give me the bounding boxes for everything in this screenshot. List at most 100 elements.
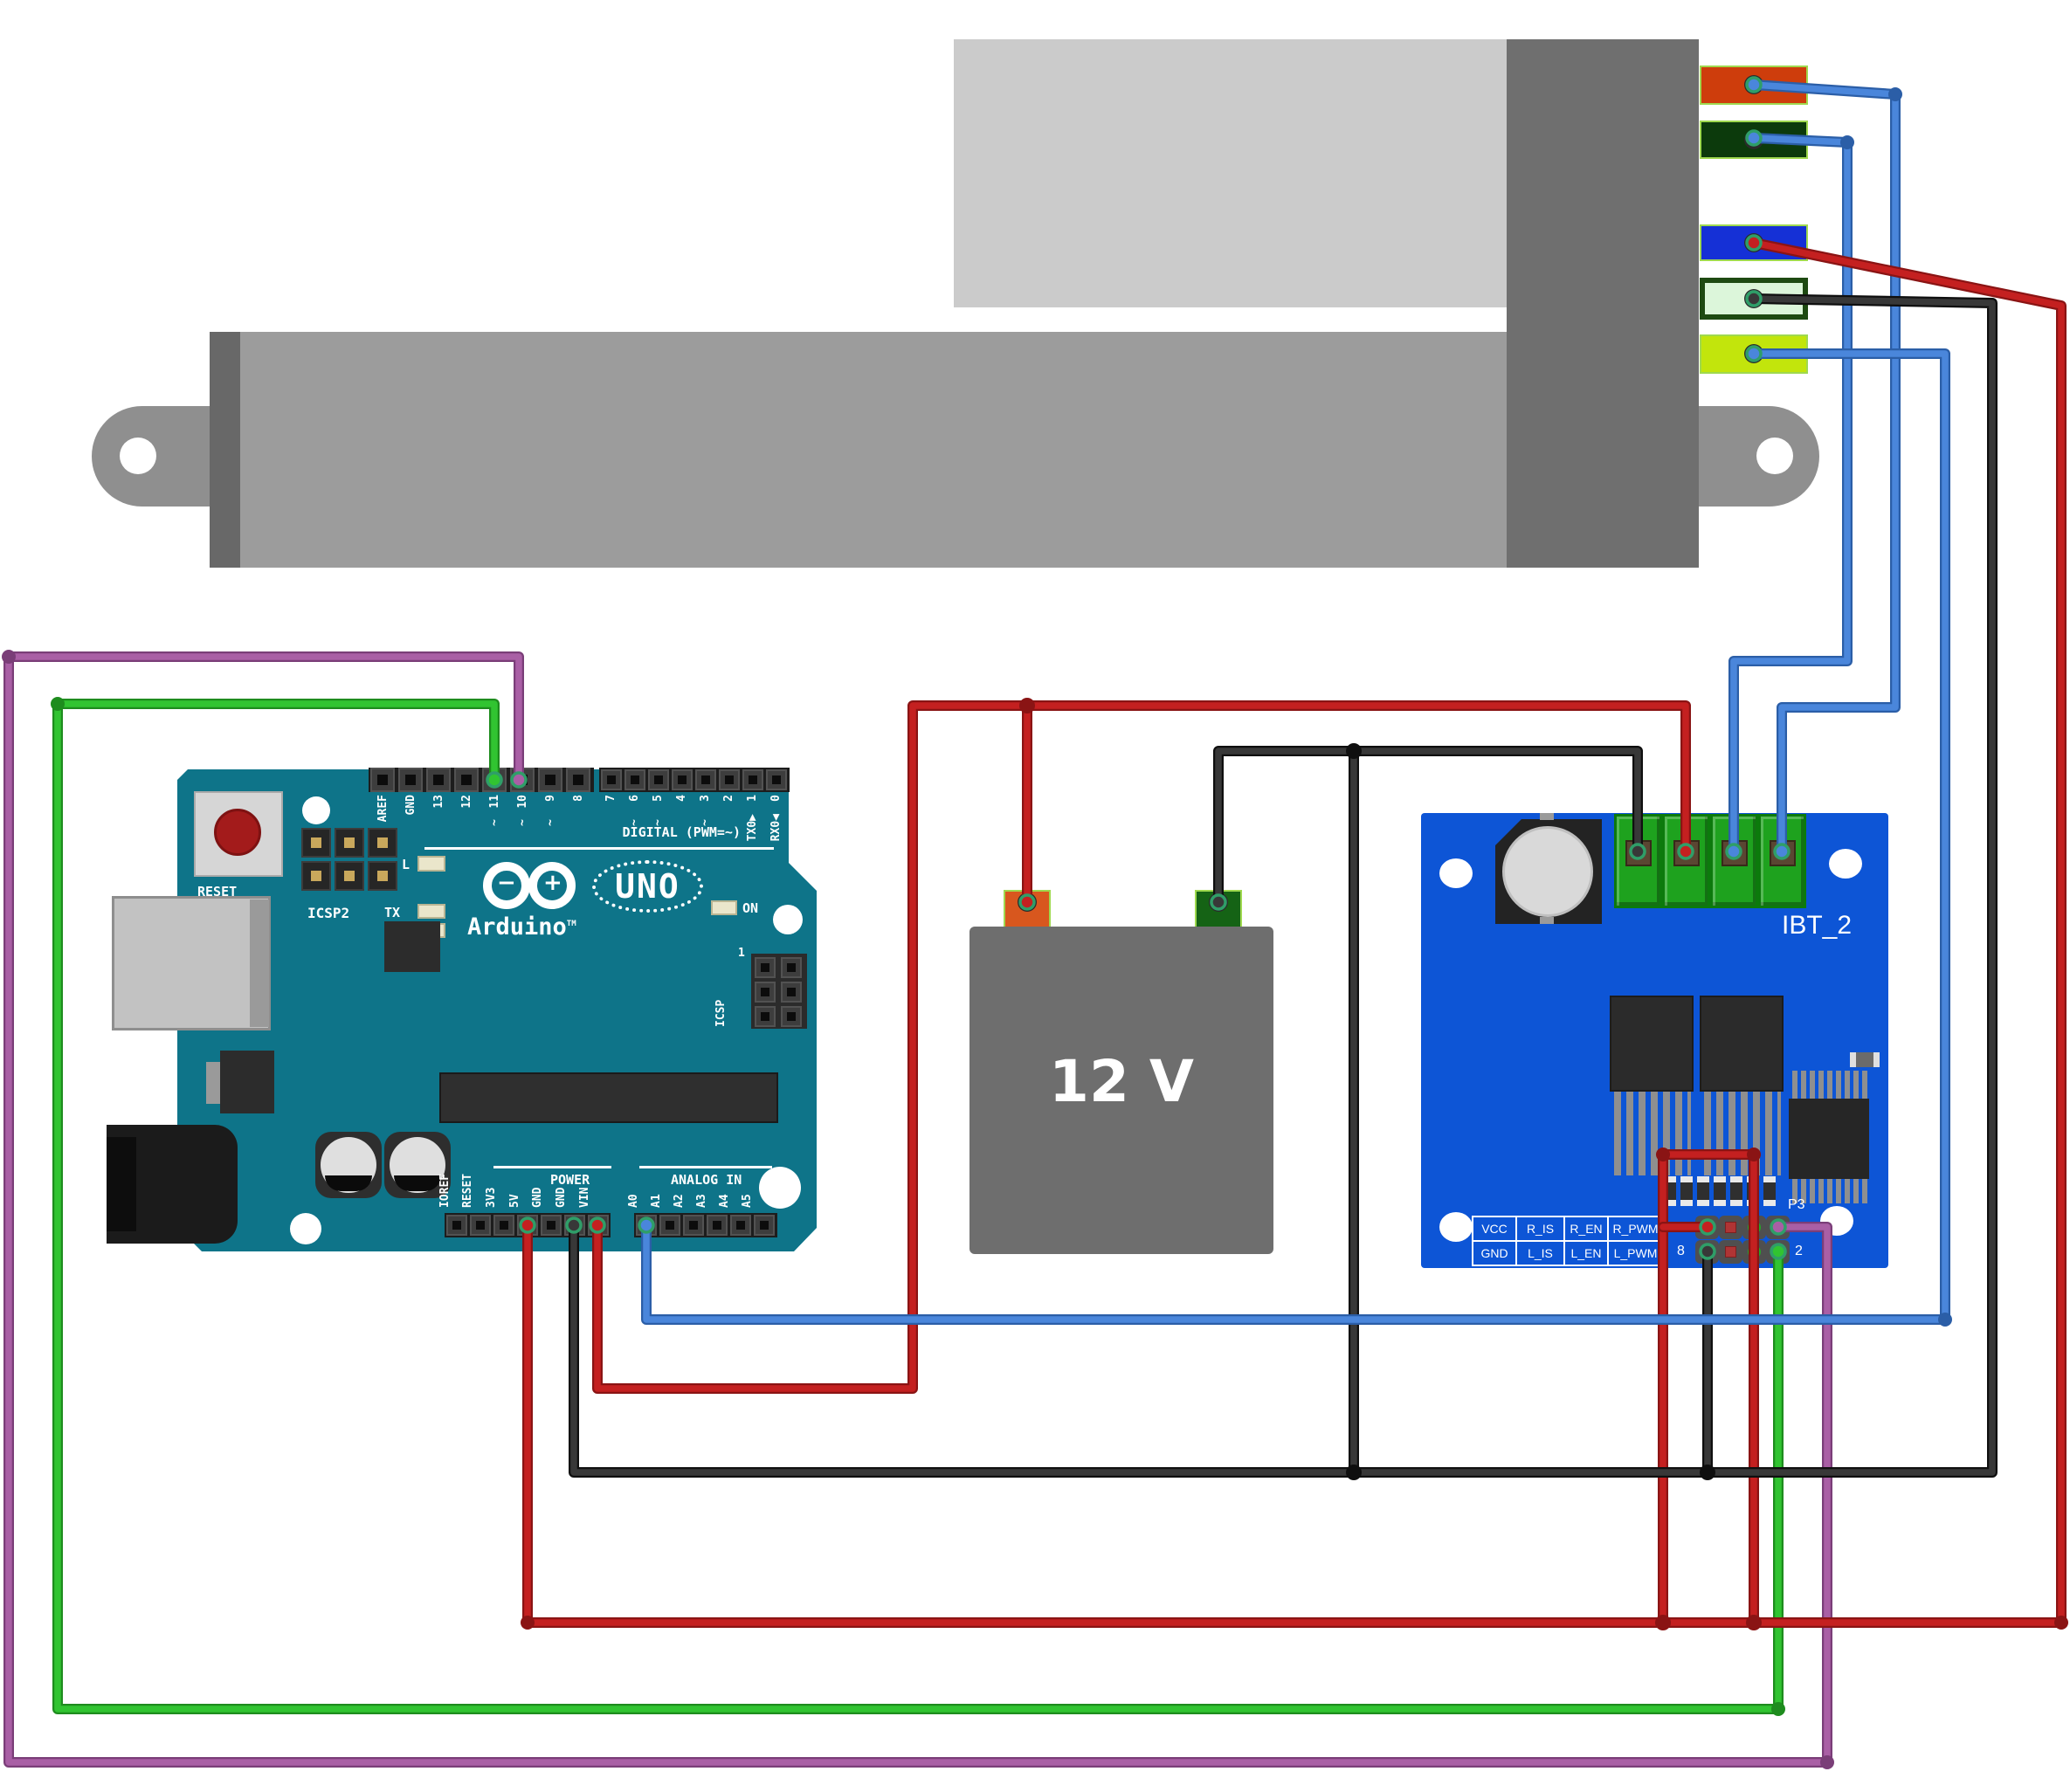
- pin-a2[interactable]: [683, 1215, 704, 1236]
- actuator-slider-cap: [954, 39, 1507, 307]
- table-cell: L_EN: [1563, 1240, 1609, 1266]
- icsp-pin[interactable]: [755, 982, 776, 1003]
- pin-d7[interactable]: [601, 769, 622, 790]
- wire-end-rings: [486, 76, 1791, 1260]
- pin-aref[interactable]: [370, 768, 395, 792]
- icsp2-pin[interactable]: [368, 861, 397, 891]
- pin-gnd-top[interactable]: [398, 768, 423, 792]
- reset-label: RESET: [197, 884, 238, 899]
- capacitor-2-crescent: [394, 1175, 441, 1191]
- digital-caption: DIGITAL (PWM=~): [622, 824, 741, 840]
- arduino-hole-bottom-left: [290, 1213, 321, 1244]
- driver-hole-top-right: [1829, 849, 1862, 879]
- icsp-pin[interactable]: [781, 1006, 802, 1027]
- pin-a4[interactable]: [730, 1215, 751, 1236]
- pin-d5[interactable]: [648, 769, 669, 790]
- pin-ioref[interactable]: [446, 1215, 467, 1236]
- driver-capacitor-tab-top: [1540, 813, 1554, 820]
- wire-blue-motor-plus[interactable]: [1749, 79, 1901, 857]
- battery-body: [969, 927, 1273, 1254]
- table-cell: R_EN: [1563, 1216, 1609, 1242]
- voltage-regulator-tab: [206, 1062, 222, 1104]
- icsp-pin1-label: 1: [738, 947, 745, 960]
- icsp-pin[interactable]: [755, 1006, 776, 1027]
- pin-d12[interactable]: [454, 768, 479, 792]
- driver-smd-resistor: [1850, 1052, 1880, 1067]
- pin-d13[interactable]: [426, 768, 451, 792]
- wire-red-vin-supply[interactable]: [592, 700, 1691, 1394]
- arduino-brand: ArduinoTM: [467, 913, 576, 941]
- power-silkline: [493, 1166, 611, 1168]
- driver-mosfet-legs-2: [1704, 1092, 1781, 1175]
- pin-a3[interactable]: [707, 1215, 728, 1236]
- wire-junctions: [2, 87, 2068, 1769]
- pin-d8[interactable]: [566, 768, 590, 792]
- pin-3v3[interactable]: [493, 1215, 514, 1236]
- p3-pin-unused-bottom[interactable]: [1719, 1240, 1742, 1264]
- driver-board-ibt2[interactable]: IBT_2 VCC R_IS R_EN R_PWM: [1421, 813, 1888, 1268]
- driver-mosfet-1: [1610, 996, 1694, 1092]
- analog-caption: ANALOG IN: [671, 1172, 742, 1188]
- p3-pin-unused-top[interactable]: [1719, 1216, 1742, 1239]
- power-header[interactable]: [445, 1213, 611, 1237]
- wire-black-gnd-rail[interactable]: [569, 293, 1998, 1478]
- actuator-left-mount-tab: [92, 406, 223, 507]
- driver-title: IBT_2: [1782, 911, 1853, 940]
- icsp2-pin[interactable]: [301, 861, 331, 891]
- power-caption: POWER: [550, 1172, 590, 1188]
- digital-header-right[interactable]: [599, 768, 790, 792]
- usb-connector: [112, 896, 271, 1030]
- pin-d3[interactable]: [695, 769, 716, 790]
- linear-actuator[interactable]: [0, 0, 2070, 611]
- pin-d0[interactable]: [766, 769, 787, 790]
- icsp-pin[interactable]: [781, 957, 802, 978]
- driver-ic-legs-bottom: [1792, 1179, 1867, 1203]
- icsp2-pin[interactable]: [335, 861, 364, 891]
- arduino-hole-top-left: [302, 796, 330, 824]
- arduino-hole-right: [773, 905, 803, 934]
- arduino-logo-minus-circle: −: [483, 862, 530, 909]
- icsp2-pin[interactable]: [335, 828, 364, 858]
- table-cell: L_PWM: [1607, 1240, 1664, 1266]
- logo-plus: +: [543, 870, 562, 896]
- wire-red-driver-jumper[interactable]: [1658, 1149, 1759, 1628]
- wire-blue-motor-minus[interactable]: [1728, 133, 1853, 857]
- reset-button[interactable]: [214, 809, 261, 856]
- voltage-regulator: [220, 1051, 274, 1113]
- pin-d6[interactable]: [624, 769, 645, 790]
- pin-d1[interactable]: [742, 769, 763, 790]
- pin-a5[interactable]: [754, 1215, 775, 1236]
- table-cell: L_IS: [1515, 1240, 1565, 1266]
- wire-purple-d10[interactable]: [3, 651, 1832, 1768]
- wire-green-d11[interactable]: [52, 699, 1784, 1714]
- icsp-pin[interactable]: [755, 957, 776, 978]
- battery-voltage-label: 12 V: [1049, 1048, 1194, 1115]
- brand-tm: TM: [566, 920, 576, 928]
- small-ic: [384, 921, 440, 972]
- icsp2-pin[interactable]: [368, 828, 397, 858]
- led-on-label: ON: [742, 900, 759, 916]
- led-l: [417, 856, 445, 872]
- digital-header-left[interactable]: [369, 768, 594, 792]
- icsp-header[interactable]: [751, 954, 807, 1029]
- pin-d4[interactable]: [672, 769, 693, 790]
- driver-pin-table: VCC R_IS R_EN R_PWM GND L_IS L_EN L_PWM: [1472, 1216, 1664, 1266]
- led-tx-label: TX: [384, 905, 401, 920]
- led-tx: [417, 904, 445, 919]
- wire-black-battery-neg[interactable]: [1213, 746, 1643, 907]
- icsp2-pin[interactable]: [301, 828, 331, 858]
- pin-d2[interactable]: [719, 769, 740, 790]
- brand-text: Arduino: [467, 913, 567, 941]
- pin-a1[interactable]: [659, 1215, 680, 1236]
- arduino-uno-board[interactable]: [177, 769, 817, 1251]
- driver-hole-top-left: [1439, 858, 1473, 888]
- icsp-pin[interactable]: [781, 982, 802, 1003]
- driver-capacitor-tab-bottom: [1540, 917, 1554, 924]
- digital-silkline: [424, 847, 774, 850]
- pin-reset[interactable]: [470, 1215, 491, 1236]
- pin-gnd1[interactable]: [541, 1215, 562, 1236]
- icsp2-header[interactable]: [301, 828, 397, 891]
- pin-d9[interactable]: [538, 768, 562, 792]
